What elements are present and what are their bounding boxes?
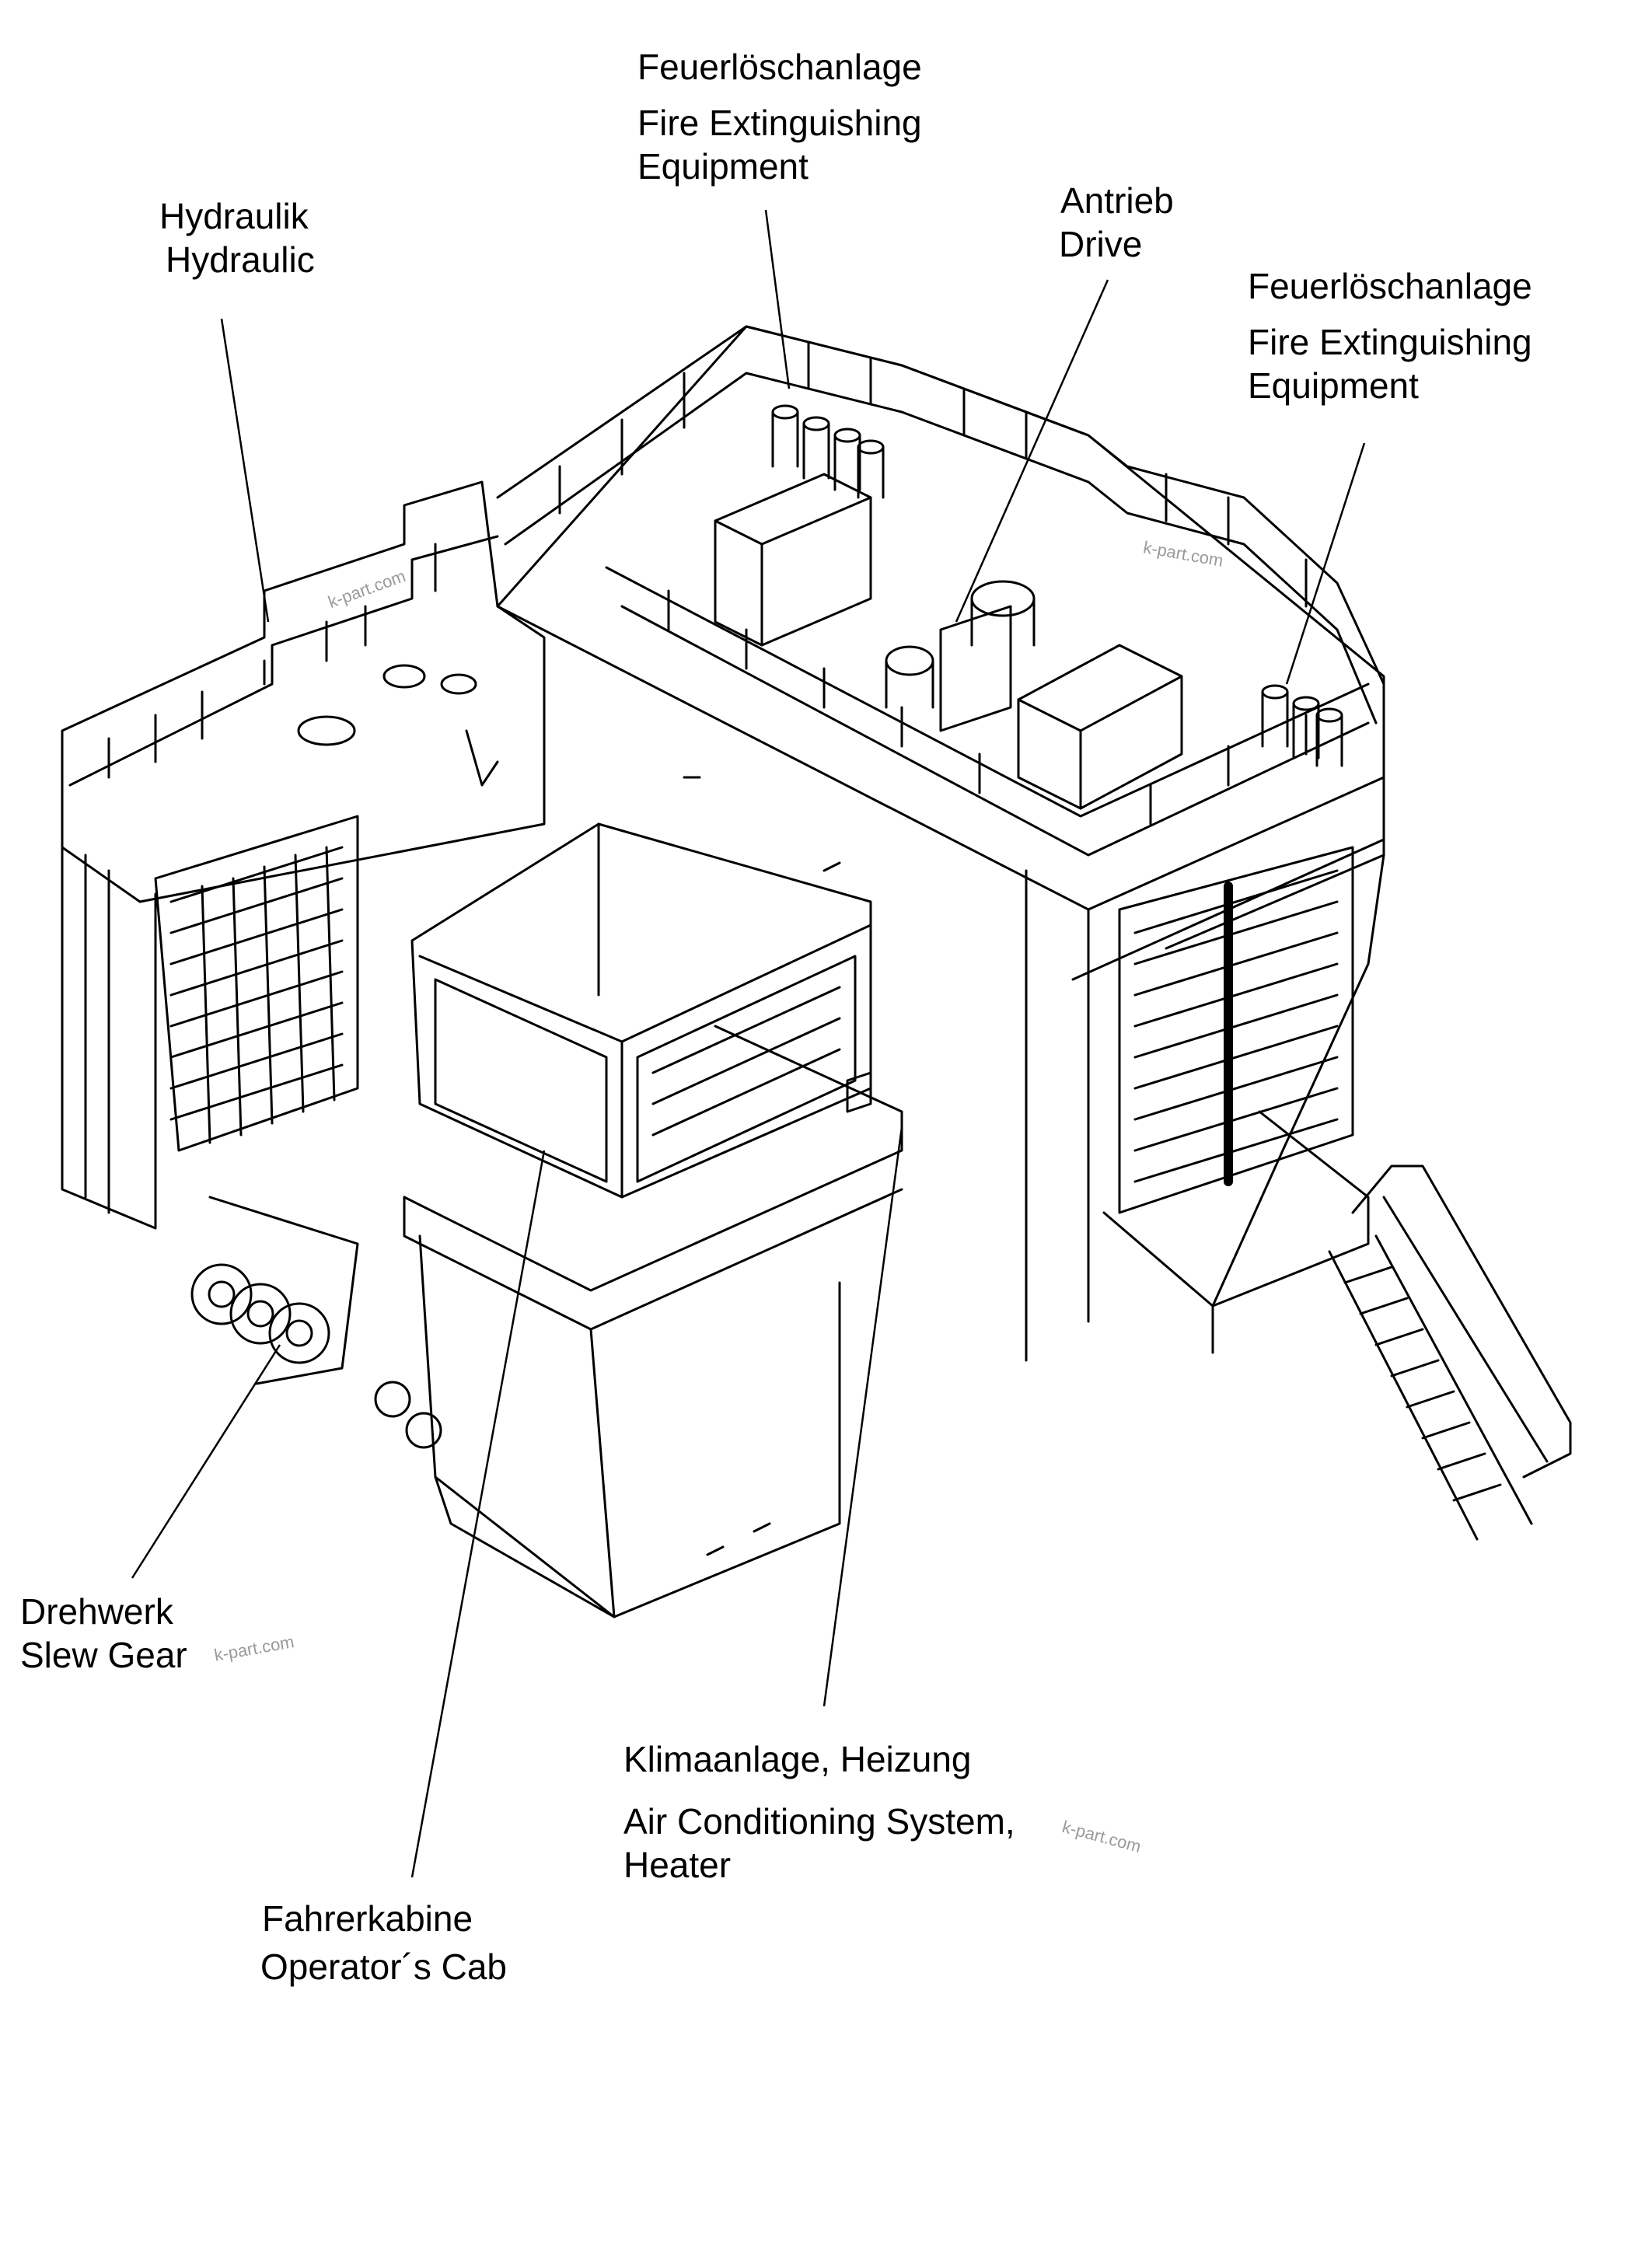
label-fire-right-en-2: Equipment bbox=[1248, 365, 1419, 406]
deck-components bbox=[297, 664, 872, 1113]
leader-hydraulic bbox=[220, 318, 270, 623]
drive-units bbox=[714, 473, 1183, 810]
label-fire-top-en-1: Fire Extinguishing bbox=[637, 103, 922, 143]
leader-air-conditioning bbox=[823, 1126, 903, 1707]
back-railing bbox=[496, 325, 1385, 724]
leader-fire-top bbox=[764, 209, 791, 389]
fire-extinguisher-bottles-right bbox=[1261, 684, 1343, 767]
label-drive: Antrieb Drive bbox=[1059, 179, 1174, 266]
label-ac-en-1: Air Conditioning System, bbox=[623, 1801, 1015, 1842]
leader-drive bbox=[955, 279, 1109, 623]
label-fire-extinguishing-top: Feuerlöschanlage Fire Extinguishing Equi… bbox=[637, 45, 922, 188]
label-air-conditioning: Klimaanlage, Heizung Air Conditioning Sy… bbox=[623, 1737, 1015, 1887]
leader-lines bbox=[131, 209, 1366, 1878]
operator-cab bbox=[410, 822, 872, 1199]
label-fire-top-en-2: Equipment bbox=[637, 146, 809, 187]
lower-housing bbox=[418, 1234, 841, 1618]
label-slew-gear-de: Drehwerk bbox=[20, 1591, 173, 1632]
label-hydraulic: Hydraulik Hydraulic bbox=[159, 194, 315, 281]
right-radiator bbox=[1118, 846, 1354, 1214]
leader-fire-right bbox=[1285, 442, 1366, 685]
label-fire-right-de: Feuerlöschanlage bbox=[1248, 266, 1532, 306]
label-fire-extinguishing-right: Feuerlöschanlage Fire Extinguishing Equi… bbox=[1248, 264, 1532, 407]
left-tank bbox=[61, 846, 157, 1230]
fire-extinguisher-bottles-top bbox=[771, 404, 885, 499]
front-railing bbox=[605, 566, 1370, 857]
label-fire-right-en-1: Fire Extinguishing bbox=[1248, 322, 1532, 362]
hydraulic-cooler bbox=[154, 815, 359, 1152]
label-ac-de: Klimaanlage, Heizung bbox=[623, 1739, 972, 1779]
label-ac-en-2: Heater bbox=[623, 1845, 732, 1885]
left-railing bbox=[61, 480, 499, 787]
label-drive-en: Drive bbox=[1059, 224, 1143, 264]
cab-platform bbox=[403, 1025, 903, 1331]
leader-slew-gear bbox=[131, 1344, 281, 1579]
label-hydraulic-de: Hydraulik bbox=[159, 196, 309, 236]
label-operator-cab-en: Operator´s Cab bbox=[260, 1947, 508, 1987]
label-operator-cab: Fahrerkabine Operator´s Cab bbox=[260, 1897, 507, 1988]
access-ladder bbox=[1328, 1164, 1572, 1541]
label-slew-gear: Drehwerk Slew Gear bbox=[20, 1590, 187, 1677]
right-tank bbox=[1102, 1110, 1370, 1354]
leader-operator-cab bbox=[410, 1150, 546, 1878]
label-fire-top-de: Feuerlöschanlage bbox=[637, 47, 922, 87]
label-drive-de: Antrieb bbox=[1060, 180, 1174, 221]
slew-gear-wheels bbox=[190, 1196, 442, 1449]
label-slew-gear-en: Slew Gear bbox=[20, 1635, 187, 1675]
label-hydraulic-en: Hydraulic bbox=[166, 239, 315, 280]
label-operator-cab-de: Fahrerkabine bbox=[262, 1898, 473, 1939]
